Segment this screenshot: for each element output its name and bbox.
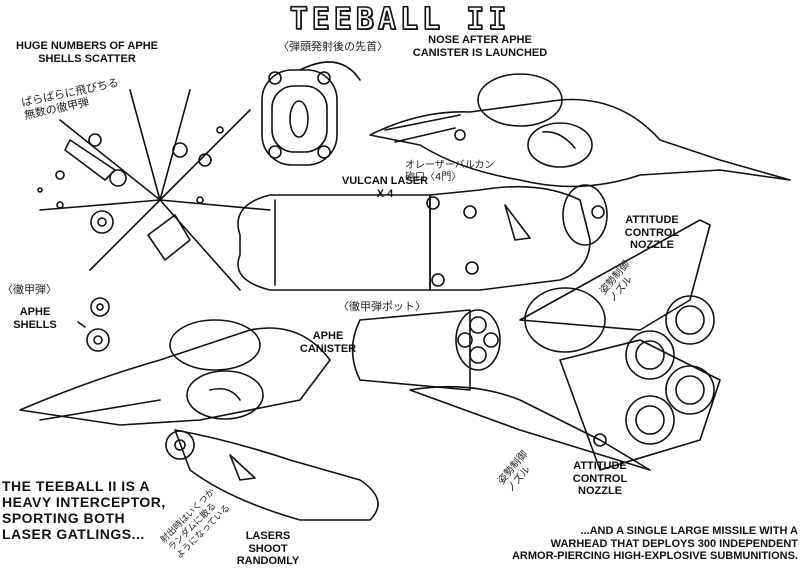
aphe-canister bbox=[351, 309, 501, 391]
label-attitude-top: ATTITUDE CONTROL NOZZLE bbox=[624, 214, 680, 252]
label-aphe-canister: APHE CANISTER bbox=[299, 330, 357, 355]
label-vulcan-laser: VULCAN LASER X 4 bbox=[341, 175, 429, 200]
nose-rear-view bbox=[261, 61, 361, 166]
nose-side-view bbox=[369, 73, 791, 188]
missile-body bbox=[237, 184, 608, 291]
label-nose: NOSE AFTER APHE CANISTER IS LAUNCHED bbox=[412, 34, 548, 59]
label-canister-jp: 〈徹甲弾ポット〉 bbox=[338, 300, 426, 313]
label-aphe-shells: APHE SHELLS bbox=[13, 306, 57, 331]
label-attitude-bottom: ATTITUDE CONTROL NOZZLE bbox=[572, 460, 628, 498]
caption-left: THE TEEBALL II IS A HEAVY INTERCEPTOR, S… bbox=[2, 478, 166, 543]
label-lasers-random: LASERS SHOOT RANDOMLY bbox=[236, 530, 300, 568]
label-nose-jp: 〈弾頭発射後の先首〉 bbox=[278, 40, 388, 53]
label-aphe-scatter: HUGE NUMBERS OF APHE SHELLS SCATTER bbox=[16, 40, 158, 65]
label-laser-port-jp: オレーザーバルカン 砲口〈4門〉 bbox=[405, 160, 495, 183]
ship-side-view bbox=[19, 319, 379, 521]
aphe-shell-drawings bbox=[77, 297, 110, 352]
label-aphe-jp: 〈徹甲弾〉 bbox=[2, 283, 57, 296]
ship-rear-view bbox=[409, 219, 721, 471]
page-title: TEEBALL II bbox=[289, 1, 511, 38]
explosion-burst-sketch bbox=[37, 89, 271, 291]
caption-right: ...AND A SINGLE LARGE MISSILE WITH A WAR… bbox=[511, 525, 798, 563]
